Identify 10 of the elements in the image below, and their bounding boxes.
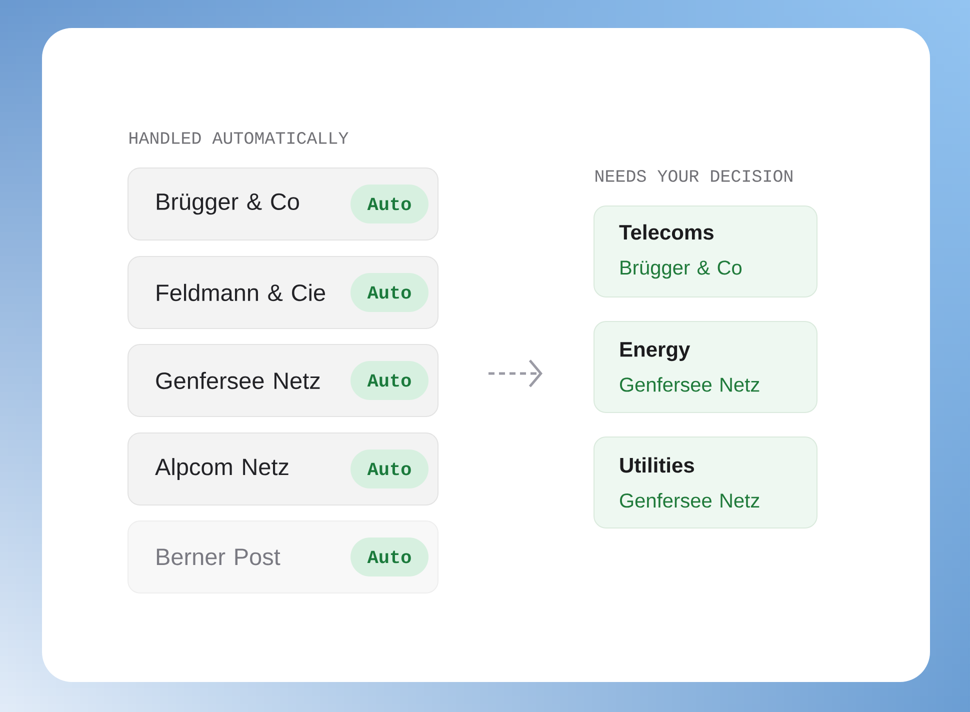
status-badge: Auto (350, 272, 428, 312)
status-badge: Auto (350, 449, 428, 488)
section-heading: HANDLED AUTOMATICALLY (130, 132, 348, 144)
status-badge: Auto (350, 361, 428, 400)
decision-card: Telecoms Brügger & Co (594, 206, 818, 298)
section-heading: NEEDS YOUR DECISION (596, 170, 792, 182)
decision-card: Utilities Genfersee Netz (594, 436, 818, 528)
status-badge: Auto (350, 537, 428, 576)
decision-card: Energy Genfersee Netz (594, 320, 818, 413)
status-badge: Auto (350, 184, 428, 224)
